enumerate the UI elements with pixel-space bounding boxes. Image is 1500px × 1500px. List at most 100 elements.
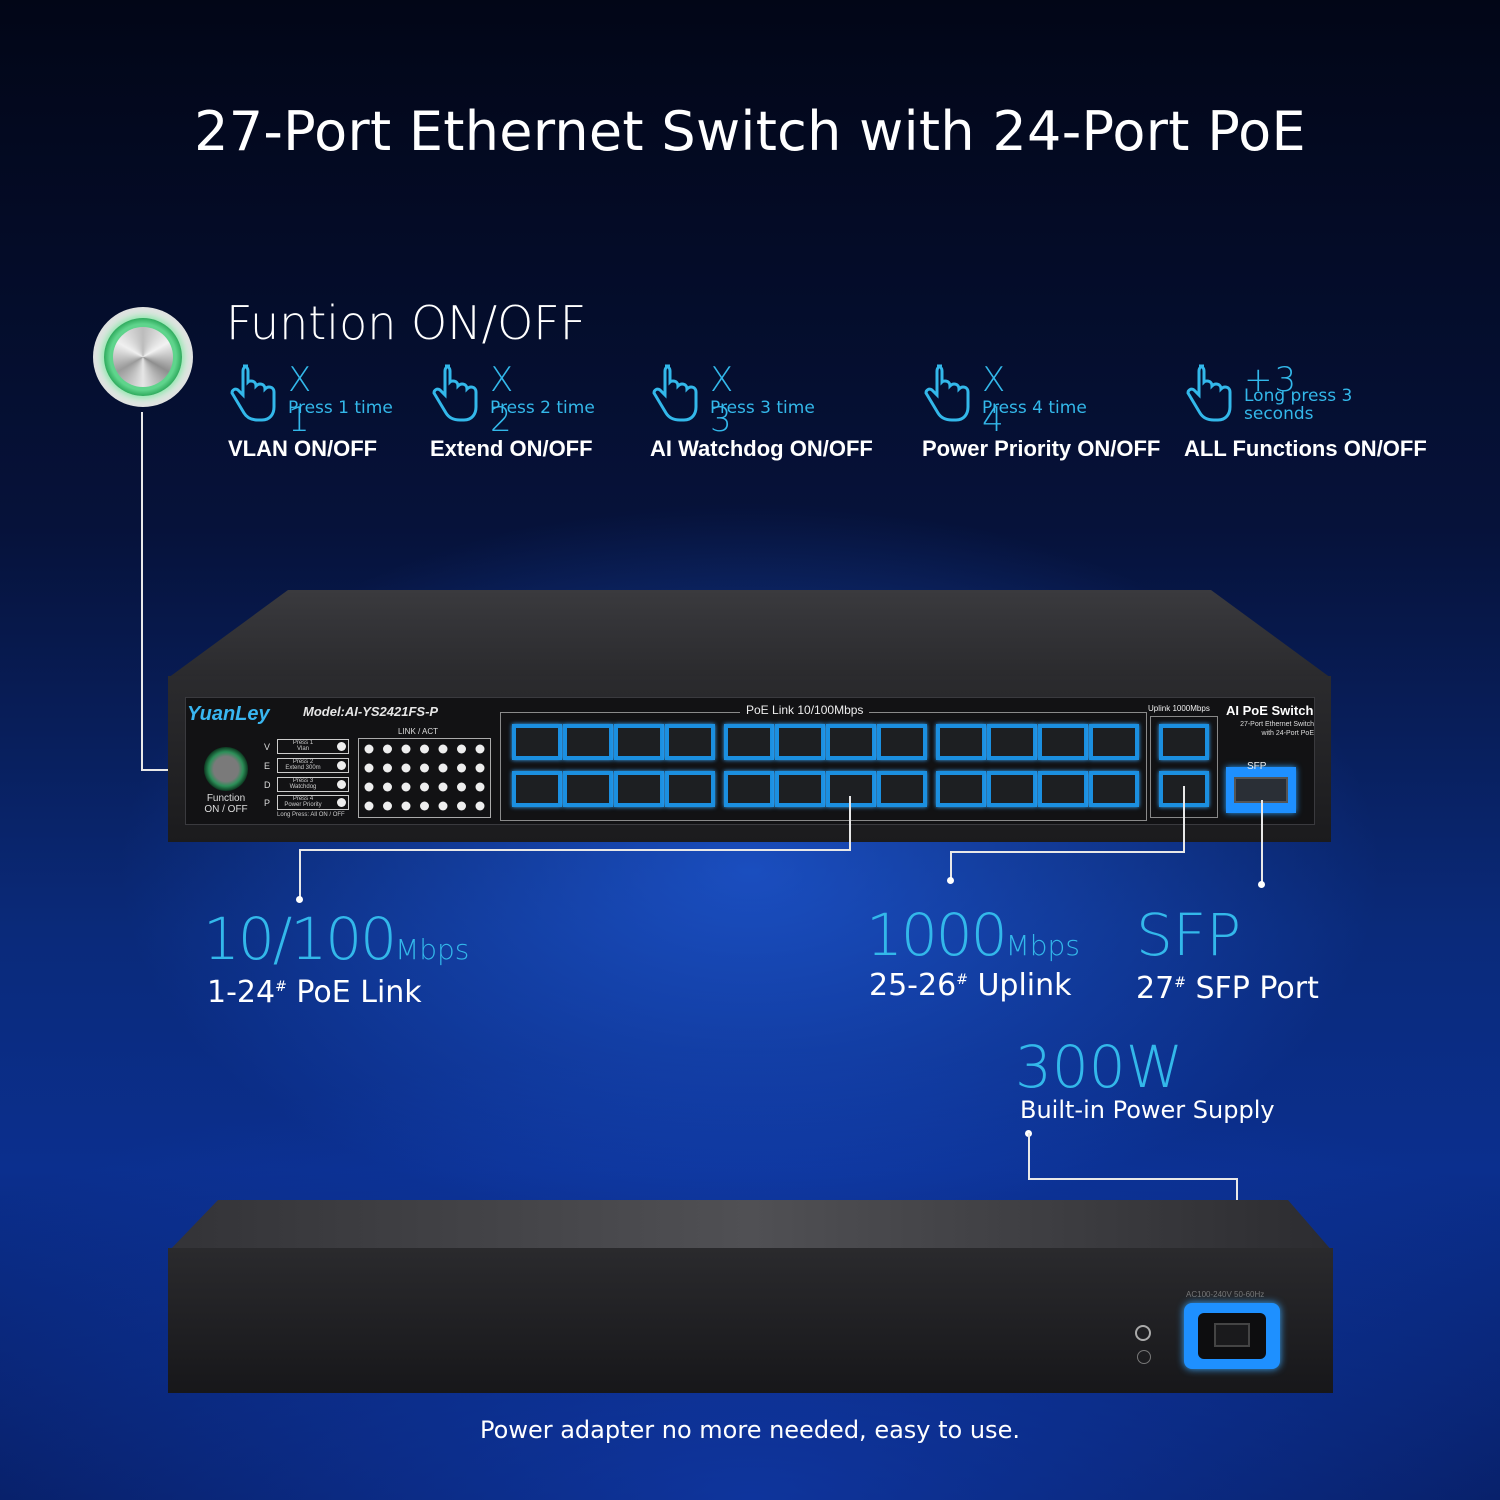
- led-dot: [401, 744, 411, 754]
- power-inlet: [1184, 1303, 1280, 1369]
- led-dot: [383, 782, 392, 792]
- press-count: X 4: [982, 360, 1008, 440]
- mode-letter: P: [264, 798, 271, 808]
- led-dot: [364, 763, 374, 773]
- mode-box-line: Extend 300m: [285, 765, 321, 771]
- led-dot: [401, 782, 411, 792]
- callout-line: [141, 412, 143, 770]
- press-count: X 2: [490, 360, 516, 440]
- function-label: VLAN ON/OFF: [228, 436, 378, 461]
- mode-box-line: Power Priority: [284, 802, 322, 808]
- poe-label: PoE Link 10/100Mbps: [740, 703, 870, 717]
- led-dot: [475, 763, 485, 773]
- spec-desc-text: Uplink: [967, 968, 1072, 1003]
- mode-letter: V: [264, 742, 271, 752]
- spec-power-desc: Built-in Power Supply: [1020, 1096, 1275, 1124]
- ai-badge: AI PoE Switch: [1226, 703, 1314, 718]
- poe-port: [614, 771, 664, 807]
- poe-port: [563, 724, 613, 760]
- poe-port: [724, 724, 774, 760]
- panel-button-label-line2: ON / OFF: [204, 804, 248, 815]
- spec-speed-1: 10/100Mbps: [203, 905, 469, 973]
- poe-port: [1089, 724, 1139, 760]
- hand-tap-icon: [432, 364, 478, 422]
- mode-box-line: Press 1: [292, 740, 314, 746]
- spec-desc-text: 25-26: [869, 968, 957, 1003]
- led-dot: [420, 782, 429, 792]
- callout-line: [950, 851, 952, 879]
- spec-desc-text: 1-24: [207, 975, 276, 1010]
- uplink-port: [1159, 724, 1209, 760]
- callout-dot: [296, 896, 303, 903]
- ac-rating: AC100-240V 50-60Hz: [1186, 1290, 1265, 1299]
- led-dot: [457, 801, 466, 811]
- panel-function-button: [204, 747, 248, 791]
- spec-desc-2: 25-26# Uplink: [869, 968, 1072, 1003]
- ai-subtitle: 27-Port Ethernet Switch with 24-Port PoE: [1226, 720, 1314, 738]
- poe-port: [724, 771, 774, 807]
- hash-mark: #: [956, 972, 968, 988]
- model-number: Model:AI-YS2421FS-P: [303, 704, 439, 719]
- led-dot: [475, 801, 485, 811]
- spec-unit: Mbps: [1005, 929, 1080, 962]
- mode-box-line: Press 3: [292, 778, 314, 784]
- led-indicator: [337, 780, 346, 789]
- led-dot: [457, 782, 466, 792]
- press-detail: Press 3 time: [710, 398, 815, 418]
- uplink-label: Uplink 1000Mbps: [1148, 704, 1210, 713]
- brand-logo: YuanLey: [187, 703, 270, 725]
- callout-line: [849, 796, 851, 850]
- led-title: LINK / ACT: [398, 727, 439, 736]
- spec-value: 10/100: [203, 905, 397, 973]
- led-dot: [438, 763, 448, 773]
- poe-port: [826, 771, 876, 807]
- sfp-label: SFP: [1247, 761, 1267, 772]
- panel-button-label: Function ON / OFF: [195, 793, 257, 815]
- spec-desc-text: SFP Port: [1185, 971, 1319, 1006]
- poe-port: [775, 724, 825, 760]
- spec-sfp: SFP: [1136, 901, 1242, 969]
- callout-line: [1261, 800, 1263, 884]
- function-button-icon: [93, 307, 193, 407]
- spec-unit: Mbps: [395, 933, 470, 966]
- long-press-note: Long Press: All ON / OFF: [277, 812, 345, 818]
- led-dot: [457, 763, 466, 773]
- mode-box-line: Watchdog: [289, 784, 317, 790]
- function-title: Funtion ON/OFF: [226, 296, 587, 350]
- switch-top-surface: [168, 590, 1331, 678]
- led-dot: [364, 782, 374, 792]
- callout-line: [1028, 1178, 1238, 1180]
- footer-note: Power adapter no more needed, easy to us…: [480, 1416, 1020, 1444]
- hash-mark: #: [275, 979, 287, 995]
- mode-letter: D: [264, 780, 271, 790]
- led-dot: [401, 763, 411, 773]
- led-dot: [383, 801, 392, 811]
- poe-port: [665, 724, 715, 760]
- press-detail: Press 1 time: [288, 398, 393, 418]
- ground-screw-icon: [1135, 1325, 1151, 1341]
- spec-desc-3: 27# SFP Port: [1136, 971, 1319, 1006]
- led-dot: [475, 744, 485, 754]
- callout-line: [1028, 1133, 1030, 1179]
- poe-port: [987, 771, 1037, 807]
- led-dot: [383, 763, 392, 773]
- led-dot: [475, 782, 485, 792]
- spec-desc-text: 27: [1136, 971, 1175, 1006]
- led-dot: [420, 763, 429, 773]
- led-dot: [383, 744, 392, 754]
- led-dot: [420, 801, 429, 811]
- function-label: AI Watchdog ON/OFF: [650, 436, 873, 461]
- led-matrix: [358, 738, 491, 818]
- press-count: X 1: [288, 360, 314, 440]
- poe-port: [877, 724, 927, 760]
- hand-tap-icon: [924, 364, 970, 422]
- mode-box-line: Vlan: [296, 746, 309, 752]
- mode-box-line: Press 2: [292, 759, 314, 765]
- led-dot: [438, 744, 448, 754]
- led-dot: [401, 801, 411, 811]
- poe-port: [1038, 724, 1088, 760]
- poe-port: [512, 724, 562, 760]
- mode-box-line: Press 4: [292, 796, 314, 802]
